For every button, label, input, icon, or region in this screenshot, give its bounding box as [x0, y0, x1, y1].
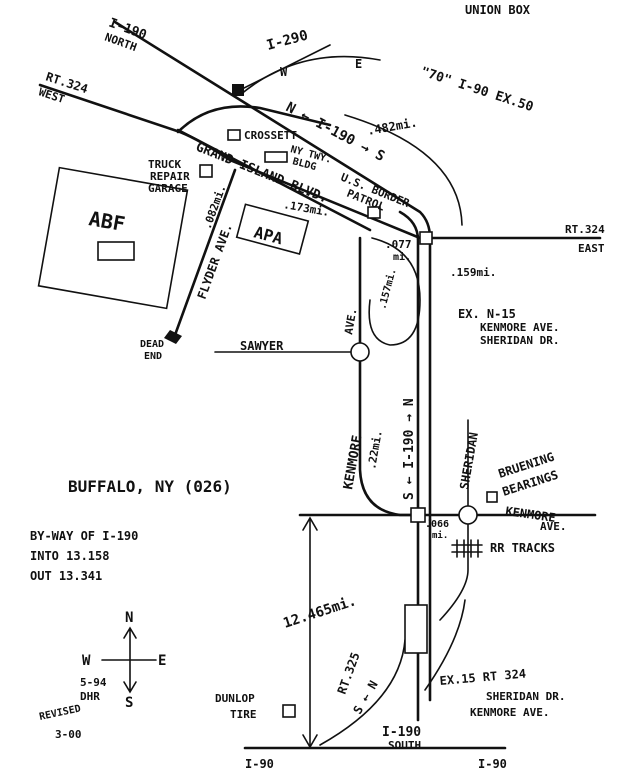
crossett-box	[227, 129, 241, 141]
dead-end-marker	[164, 330, 182, 344]
dead-end-label-2: END	[144, 351, 162, 362]
abf-dock	[97, 241, 135, 261]
exit-n15-label-1: EX. N-15	[458, 307, 516, 321]
dist-157-label: .157mi.	[376, 267, 399, 311]
sheridan-road	[439, 419, 469, 621]
rr-tracks-symbol	[451, 539, 483, 558]
compass-cross	[101, 626, 157, 694]
rt324-loop	[176, 105, 332, 134]
truck-repair-label-1: TRUCK	[148, 158, 181, 171]
ave-vertical-label: AVE.	[342, 307, 359, 335]
rt325-label: RT.325	[335, 650, 363, 696]
sheridan-label: SHERIDAN	[457, 431, 481, 490]
i90-left-label: I-90	[245, 757, 274, 771]
sawyer-intersection	[350, 342, 370, 362]
i190-south-label-2: SOUTH	[388, 739, 421, 752]
rr-tracks-label: RR TRACKS	[490, 541, 555, 555]
exit-n15-label-2: KENMORE AVE.	[480, 321, 559, 334]
compass-n: N	[125, 610, 133, 626]
compass-e: E	[158, 653, 166, 669]
truck-repair-label-3: GARAGE	[148, 182, 188, 195]
flyder-ave-road	[173, 168, 237, 337]
revision-initials: DHR	[80, 690, 100, 703]
ny-twy-bldg-box	[264, 151, 288, 163]
truck-repair-box	[199, 164, 213, 178]
i90-right-label: I-90	[478, 757, 507, 771]
dist-066-label-1: .066	[425, 519, 449, 530]
i290-junction-marker	[232, 84, 244, 96]
exit15-label-1: EX.15 RT 324	[439, 666, 527, 688]
i190-junction-marker	[419, 231, 433, 245]
toll-plaza	[404, 604, 428, 654]
bypass-line-1: BY-WAY OF I-190	[30, 529, 138, 543]
exit15-ramp	[424, 599, 466, 691]
kenmore-ave-label-1: KENMORE	[505, 504, 557, 525]
i290-e-label: E	[355, 57, 362, 71]
exit-n15-loop	[368, 237, 421, 346]
i290-w-label: W	[280, 65, 288, 79]
i290-ramp	[344, 114, 463, 226]
rt325-road	[319, 639, 406, 746]
dunlop-box	[282, 704, 296, 718]
kenmore-ave-label-2: AVE.	[540, 520, 567, 533]
dist-22-label: .22mi.	[365, 429, 385, 470]
sawyer-label: SAWYER	[240, 339, 284, 353]
exit-n15-label-3: SHERIDAN DR.	[480, 334, 559, 347]
apa-building	[235, 203, 310, 255]
i90-ex50-label: "70" I-90 EX.50	[419, 65, 535, 116]
dunlop-label-1: DUNLOP	[215, 692, 255, 705]
crossett-label: CROSSETT	[244, 129, 297, 142]
dist-066-label-2: mi.	[432, 530, 448, 541]
grand-island-road	[176, 128, 372, 232]
border-patrol-box	[367, 206, 381, 219]
exit15-label-2: SHERIDAN DR.	[486, 690, 565, 703]
dist-077-label-2: mi.	[393, 251, 411, 263]
rt324-east-label-1: RT.324	[565, 223, 605, 236]
dist-12465-label: 12.465mi.	[281, 593, 358, 632]
bruening-box	[486, 491, 498, 503]
revised-label: REVISED	[38, 703, 82, 723]
i290-road	[239, 44, 331, 91]
truck-repair-label-2: REPAIR	[150, 170, 190, 183]
compass-s: S	[125, 695, 133, 711]
bypass-line-3: OUT 13.341	[30, 569, 102, 583]
bypass-line-2: INTO 13.158	[30, 549, 109, 563]
sheridan-intersection	[458, 505, 478, 525]
i190-south-label-1: I-190	[382, 725, 421, 740]
exit15-label-3: KENMORE AVE.	[470, 706, 549, 719]
dist-482-label: .482mi.	[366, 115, 418, 138]
i190-vertical-label: S ← I-190 → N	[402, 398, 417, 500]
distance-arrow-bottom	[302, 734, 318, 749]
union-box-label: UNION BOX	[465, 3, 531, 17]
revision-date: 5-94	[80, 676, 107, 689]
i190-inner-curve	[398, 210, 420, 522]
i290-label: I-290	[265, 27, 310, 53]
dist-077-label-1: .077	[385, 238, 412, 251]
i290-arc	[239, 55, 381, 96]
map-title: BUFFALO, NY (026)	[68, 477, 232, 496]
rt324-east-label-2: EAST	[578, 242, 605, 255]
kenmore-junction-marker	[410, 507, 426, 523]
dead-end-label-1: DEAD	[140, 339, 164, 350]
compass-w: W	[82, 653, 91, 669]
revised-date: 3-00	[55, 728, 82, 741]
distance-arrow-top	[302, 516, 318, 531]
dunlop-label-2: TIRE	[230, 708, 257, 721]
s-n-label: S ← N	[350, 678, 380, 716]
abf-building	[37, 166, 189, 310]
dist-159-label: .159mi.	[450, 266, 496, 279]
